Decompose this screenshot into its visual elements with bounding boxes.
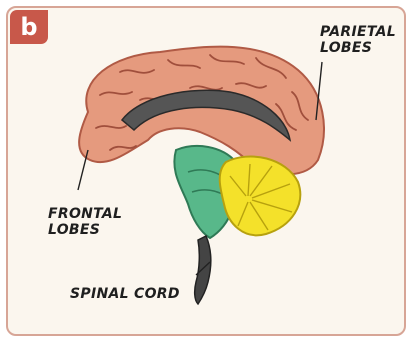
label-frontal-line2: LOBES <box>48 222 122 238</box>
label-parietal-line1: PARIETAL <box>320 24 396 40</box>
label-parietal-lobes: PARIETAL LOBES <box>320 24 396 56</box>
cerebellum <box>220 156 301 235</box>
label-frontal-lobes: FRONTAL LOBES <box>48 206 122 238</box>
label-spinal-cord: SPINAL CORD <box>70 286 180 302</box>
label-frontal-line1: FRONTAL <box>48 206 122 222</box>
spinal-cord <box>195 236 211 304</box>
label-parietal-line2: LOBES <box>320 40 396 56</box>
